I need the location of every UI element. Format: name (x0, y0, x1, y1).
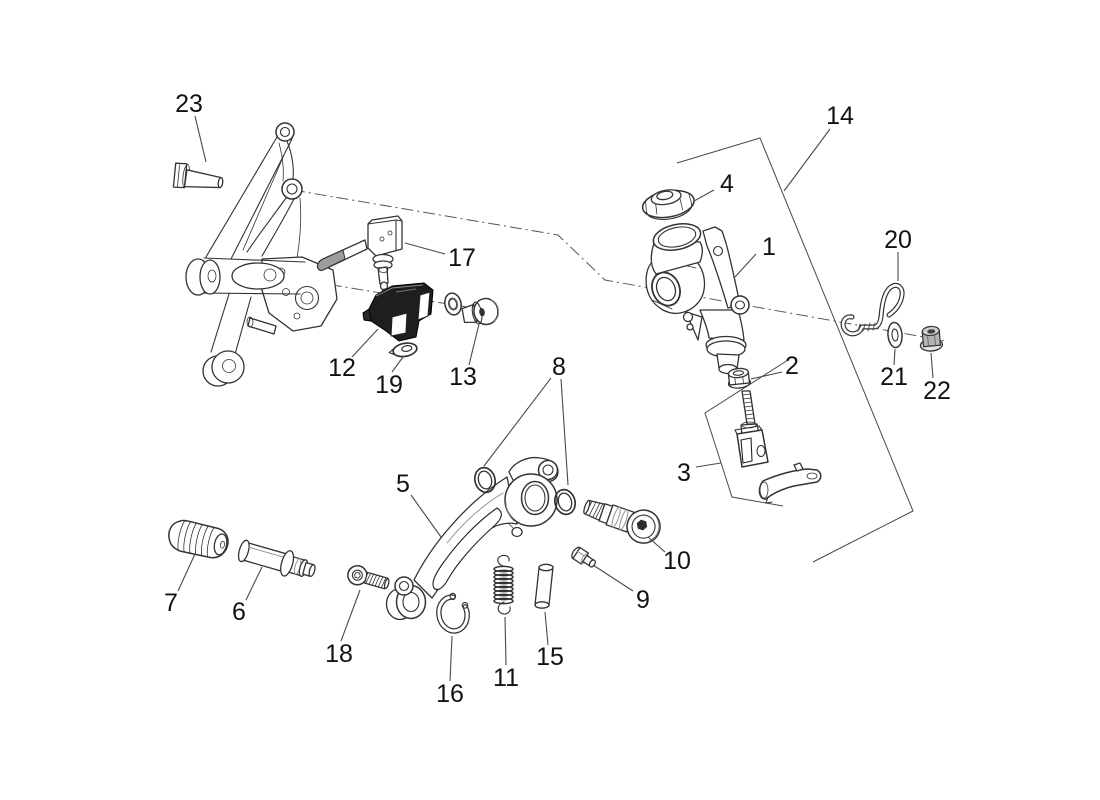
o-ring-8b-drawing (553, 488, 577, 516)
callout-leader-line (750, 371, 783, 380)
axis-upper-centerline (292, 189, 947, 342)
callout-11: 11 (493, 616, 519, 692)
pivot-bolt-10-drawing (583, 499, 661, 544)
callout-leader-line (351, 328, 379, 358)
callout-number-label: 1 (762, 233, 776, 261)
callout-9: 9 (592, 564, 650, 614)
callout-7: 7 (164, 553, 196, 617)
callout-10: 10 (647, 536, 691, 575)
callout-number-label: 13 (449, 363, 477, 391)
pushrod-clevis-3-drawing (734, 390, 822, 504)
callout-leader-line (245, 566, 263, 601)
callout-number-label: 8 (552, 353, 566, 381)
callout-leader-line (560, 378, 569, 486)
callout-leader-line (893, 348, 896, 366)
callout-number-label: 15 (536, 643, 564, 671)
callout-leader-line (647, 536, 666, 553)
callout-leader-line (930, 352, 934, 379)
footpeg-rubber-7-drawing (168, 519, 229, 559)
circlip-16-drawing (436, 592, 470, 634)
callout-leader-line (391, 356, 404, 373)
callout-8: 8 (483, 353, 569, 486)
callout-22: 22 (923, 352, 951, 405)
callout-leader-line (734, 253, 757, 278)
construction-lines-layer (292, 137, 947, 563)
callout-23: 23 (175, 90, 207, 163)
callout-16: 16 (436, 635, 464, 708)
callout-20: 20 (884, 226, 912, 281)
callout-17: 17 (404, 242, 476, 272)
callout-number-label: 16 (436, 680, 464, 708)
footrest-bracket-drawing (185, 122, 338, 387)
callout-number-label: 7 (164, 589, 178, 617)
footpeg-pin-6-drawing (237, 539, 316, 578)
callout-leader-line (404, 242, 446, 255)
spring-hook-20-drawing (840, 282, 905, 337)
screw-9-drawing (571, 546, 596, 568)
callout-number-label: 11 (493, 664, 519, 692)
callout-number-label: 14 (826, 102, 854, 130)
callout-21: 21 (880, 348, 908, 391)
callout-number-label: 19 (375, 371, 403, 399)
switch-mount-12-drawing (362, 282, 434, 342)
socket-screw-18-drawing (347, 564, 390, 590)
callout-number-label: 9 (636, 586, 650, 614)
washer-13-drawing (444, 292, 462, 316)
callout-number-label: 5 (396, 470, 410, 498)
assembly-14-outline (676, 137, 914, 563)
callout-number-label: 12 (328, 354, 356, 382)
return-spring-11-drawing (493, 554, 514, 615)
flange-nut-22-drawing (919, 325, 944, 352)
washer-21-drawing (887, 321, 903, 349)
callout-number-label: 10 (663, 547, 691, 575)
nut-2-drawing (727, 367, 752, 389)
callout-4: 4 (693, 170, 734, 202)
callout-leader-line (483, 377, 552, 467)
callout-number-label: 3 (677, 459, 691, 487)
callout-leader-line (592, 564, 634, 592)
callout-2: 2 (750, 352, 799, 380)
callout-number-label: 23 (175, 90, 203, 118)
callout-leader-line (177, 553, 196, 592)
callout-leader-line (693, 189, 715, 202)
callout-leader-line (504, 616, 507, 666)
callout-3: 3 (677, 459, 722, 487)
callout-18: 18 (325, 589, 361, 668)
brake-light-switch-17-drawing (316, 215, 403, 294)
callout-19: 19 (375, 356, 404, 399)
o-ring-8a-drawing (473, 466, 497, 494)
callout-number-label: 4 (720, 170, 734, 198)
clip-washer-19-drawing (388, 342, 418, 358)
callout-number-label: 2 (785, 352, 799, 380)
callout-5: 5 (396, 470, 442, 538)
callout-leader-line (410, 494, 442, 538)
callout-12: 12 (328, 328, 379, 382)
callout-leader-line (783, 128, 831, 192)
callout-number-label: 22 (923, 377, 951, 405)
spacer-sleeve-15-drawing (534, 563, 554, 609)
callout-leader-line (544, 611, 549, 646)
callout-13: 13 (449, 323, 480, 391)
brake-pedal-lever-drawing (385, 456, 559, 621)
callout-number-label: 18 (325, 640, 353, 668)
reservoir-cap-4-drawing (641, 189, 695, 220)
screw-13-drawing (461, 297, 499, 326)
callout-number-label: 17 (448, 244, 476, 272)
master-cylinder-1-drawing (645, 223, 750, 375)
callout-leader-line (449, 635, 453, 682)
callout-number-label: 21 (880, 363, 908, 391)
callout-number-label: 6 (232, 598, 246, 626)
callout-15: 15 (536, 611, 564, 671)
callout-6: 6 (232, 566, 263, 626)
callout-14: 14 (783, 102, 854, 192)
callout-leader-line (340, 589, 361, 642)
callout-1: 1 (734, 233, 776, 278)
callout-leader-line (468, 323, 480, 366)
callout-leader-line (695, 462, 722, 468)
callout-leader-line (194, 115, 207, 163)
hex-bolt-23-drawing (172, 162, 224, 189)
callout-number-label: 20 (884, 226, 912, 254)
